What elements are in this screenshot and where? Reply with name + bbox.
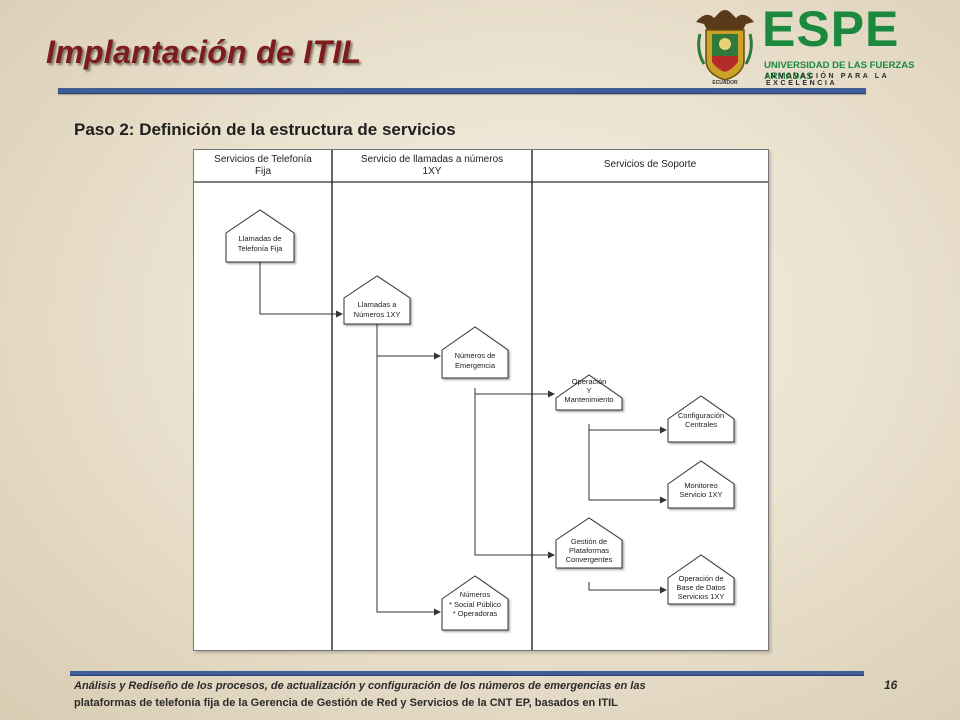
connector xyxy=(588,424,667,504)
logo-university-name: UNIVERSIDAD DE LAS FUERZAS ARMADAS xyxy=(764,60,915,82)
page-number: 16 xyxy=(884,678,898,692)
node-llamadas-numeros-1xy: Llamadas a Números 1XY xyxy=(343,275,411,325)
svg-text:* Social Público: * Social Público xyxy=(449,600,501,609)
node-numeros-social-operadoras: Números * Social Público * Operadoras xyxy=(441,575,509,631)
svg-text:Operación: Operación xyxy=(572,377,607,386)
footer-caption: Análisis y Rediseño de los procesos, de … xyxy=(74,678,866,712)
lane-header-support: Servicios de Soporte xyxy=(604,159,697,170)
node-llamadas-telefonia-fija: Llamadas de Telefonía Fija xyxy=(225,209,295,263)
svg-text:Números: Números xyxy=(460,590,491,599)
svg-text:Y: Y xyxy=(586,386,591,395)
footer-divider xyxy=(70,671,864,676)
connector xyxy=(588,424,667,434)
node-numeros-emergencia: Números de Emergencia xyxy=(441,326,509,379)
footer-line-1: Análisis y Rediseño de los procesos, de … xyxy=(74,680,646,692)
node-operacion-base-datos: Operación de Base de Datos Servicios 1XY xyxy=(667,554,735,605)
svg-text:Llamadas a: Llamadas a xyxy=(358,300,398,309)
emblem-text: ECUADOR xyxy=(712,80,738,86)
svg-text:Convergentes: Convergentes xyxy=(566,555,613,564)
svg-text:Fija: Fija xyxy=(255,166,272,177)
svg-text:Centrales: Centrales xyxy=(685,420,717,429)
svg-text:Servicio 1XY: Servicio 1XY xyxy=(680,490,723,499)
svg-text:1XY: 1XY xyxy=(423,166,442,177)
logo-wordmark: ESPE xyxy=(762,1,900,57)
svg-text:Mantenimiento: Mantenimiento xyxy=(564,395,613,404)
svg-text:Servicios 1XY: Servicios 1XY xyxy=(678,592,725,601)
service-structure-diagram: Servicios de Telefonía Fija Servicio de … xyxy=(193,149,769,651)
slide-subtitle: Paso 2: Definición de la estructura de s… xyxy=(74,120,456,139)
connector xyxy=(588,582,667,594)
svg-text:* Operadoras: * Operadoras xyxy=(453,609,498,618)
footer-line-2: plataformas de telefonía fija de la Gere… xyxy=(74,697,618,709)
svg-text:Monitoreo: Monitoreo xyxy=(684,481,717,490)
svg-text:Operación de: Operación de xyxy=(678,574,723,583)
connector xyxy=(259,262,343,318)
svg-text:Emergencia: Emergencia xyxy=(455,361,496,370)
connector xyxy=(474,388,555,398)
svg-text:Números 1XY: Números 1XY xyxy=(354,310,401,319)
svg-text:Servicio de llamadas a números: Servicio de llamadas a números xyxy=(361,154,503,165)
svg-text:Base de Datos: Base de Datos xyxy=(676,583,725,592)
lane-header-fixed-telephony: Servicios de Telefonía Fija xyxy=(214,154,312,177)
node-gestion-plataformas-convergentes: Gestión de Plataformas Convergentes xyxy=(555,517,623,569)
node-monitoreo-servicio-1xy: Monitoreo Servicio 1XY xyxy=(667,460,735,509)
logo-motto: INNOVACIÓN PARA LA EXCELENCIA xyxy=(766,73,890,87)
connectors xyxy=(259,262,667,616)
connector xyxy=(376,356,441,616)
svg-text:Servicios de Telefonía: Servicios de Telefonía xyxy=(214,154,312,165)
title-divider xyxy=(58,88,866,94)
connector xyxy=(474,388,555,559)
svg-text:Telefonía Fija: Telefonía Fija xyxy=(238,244,283,253)
svg-text:Llamadas de: Llamadas de xyxy=(239,234,282,243)
connector xyxy=(376,324,441,360)
university-crest-icon: ECUADOR xyxy=(696,10,754,86)
svg-text:Números de: Números de xyxy=(455,351,496,360)
node-configuracion-centrales: Configuración Centrales xyxy=(667,395,735,443)
svg-text:Configuración: Configuración xyxy=(678,411,724,420)
slide-title: Implantación de ITIL xyxy=(46,34,362,70)
espe-logo: ECUADOR ESPE UNIVERSIDAD DE LAS FUERZAS … xyxy=(692,1,958,88)
node-operacion-mantenimiento: Operación Y Mantenimiento xyxy=(555,374,623,411)
svg-text:Gestión de: Gestión de xyxy=(571,537,607,546)
svg-text:Plataformas: Plataformas xyxy=(569,546,609,555)
lane-header-1xy-calls: Servicio de llamadas a números 1XY xyxy=(361,154,503,177)
svg-text:Servicios de Soporte: Servicios de Soporte xyxy=(604,159,697,170)
